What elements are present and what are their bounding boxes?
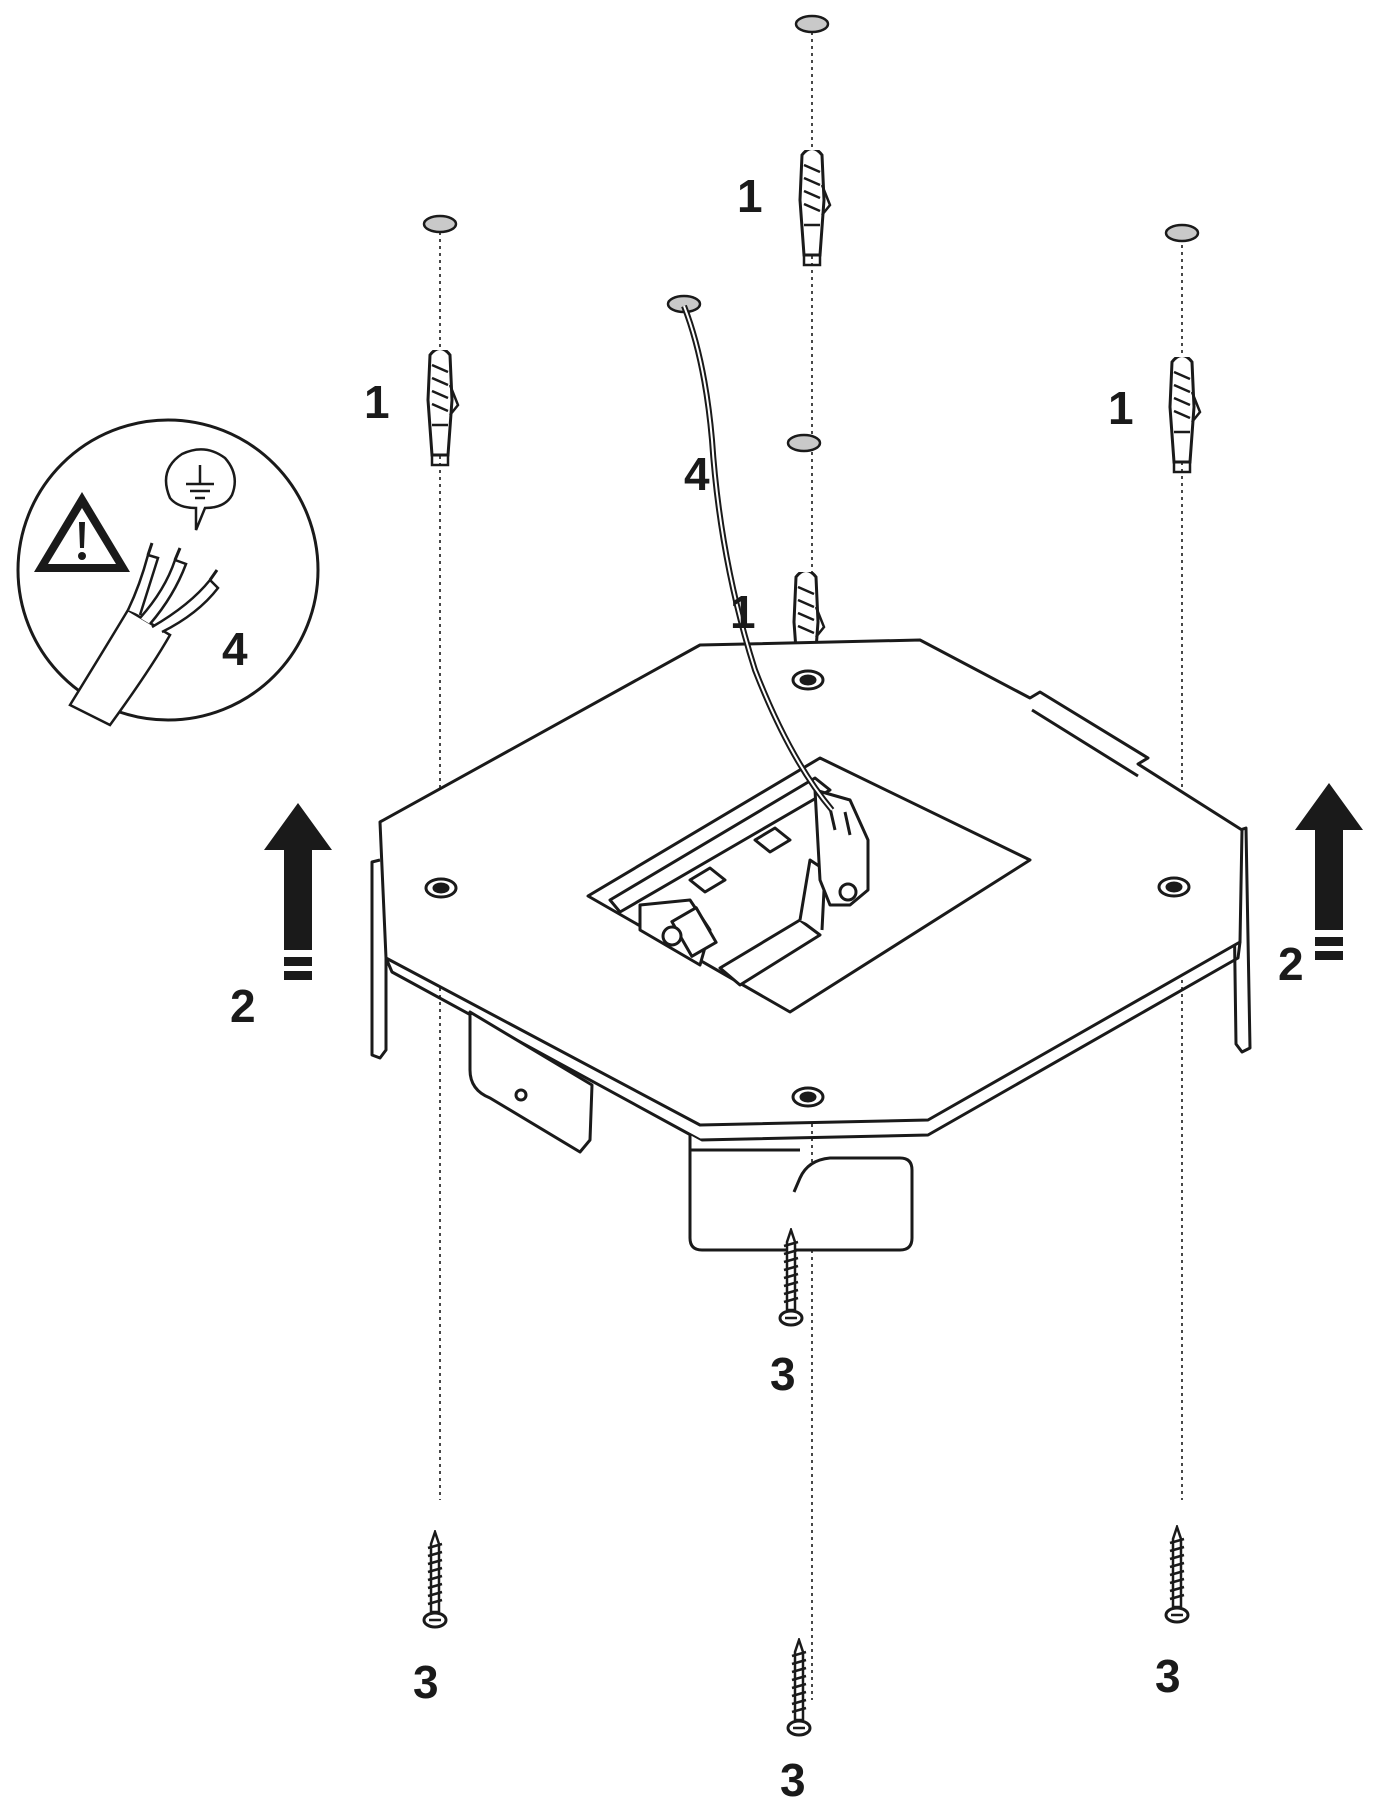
label-inset: 4 (222, 623, 248, 675)
callout-labels: 1 1 1 1 4 4 2 2 3 3 3 3 (222, 170, 1304, 1806)
arrow-up-icon (264, 803, 332, 980)
label-arrow-left: 2 (230, 980, 256, 1032)
label-anchor-inner: 1 (730, 586, 756, 638)
screw-bottom (786, 1638, 812, 1737)
terminal-block-rail (608, 776, 832, 914)
label-screw-center-upper: 3 (770, 1348, 796, 1400)
arrow-up-icon (1295, 783, 1363, 960)
grounding-inset (16, 418, 320, 727)
label-screw-bottom: 3 (780, 1754, 806, 1806)
mounting-plate (370, 638, 1252, 1252)
screw-right (1164, 1525, 1190, 1624)
label-anchor-left: 1 (364, 376, 390, 428)
screw-left (422, 1530, 448, 1629)
cable-highlight (683, 305, 833, 811)
cable-wires (68, 542, 220, 727)
label-anchor-top-center: 1 (737, 170, 763, 222)
anchor-right (1168, 357, 1202, 474)
hole-right (1164, 223, 1200, 243)
anchor-left (426, 350, 460, 467)
inset-circle (16, 418, 320, 722)
label-screw-right: 3 (1155, 1650, 1181, 1702)
hole-inner (786, 433, 822, 453)
hole-left (422, 214, 458, 234)
plate-front-tab-center (688, 1135, 914, 1252)
terminal-connector (813, 788, 870, 907)
label-cable: 4 (684, 448, 710, 500)
label-anchor-right: 1 (1108, 382, 1134, 434)
warning-triangle-icon (34, 492, 130, 572)
ground-symbol-icon (164, 448, 237, 531)
plate-front-tab-left (468, 1010, 594, 1154)
anchor-top-center (798, 150, 832, 267)
label-arrow-right: 2 (1278, 938, 1304, 990)
label-screw-left: 3 (413, 1656, 439, 1708)
hole-top-center (794, 14, 830, 34)
